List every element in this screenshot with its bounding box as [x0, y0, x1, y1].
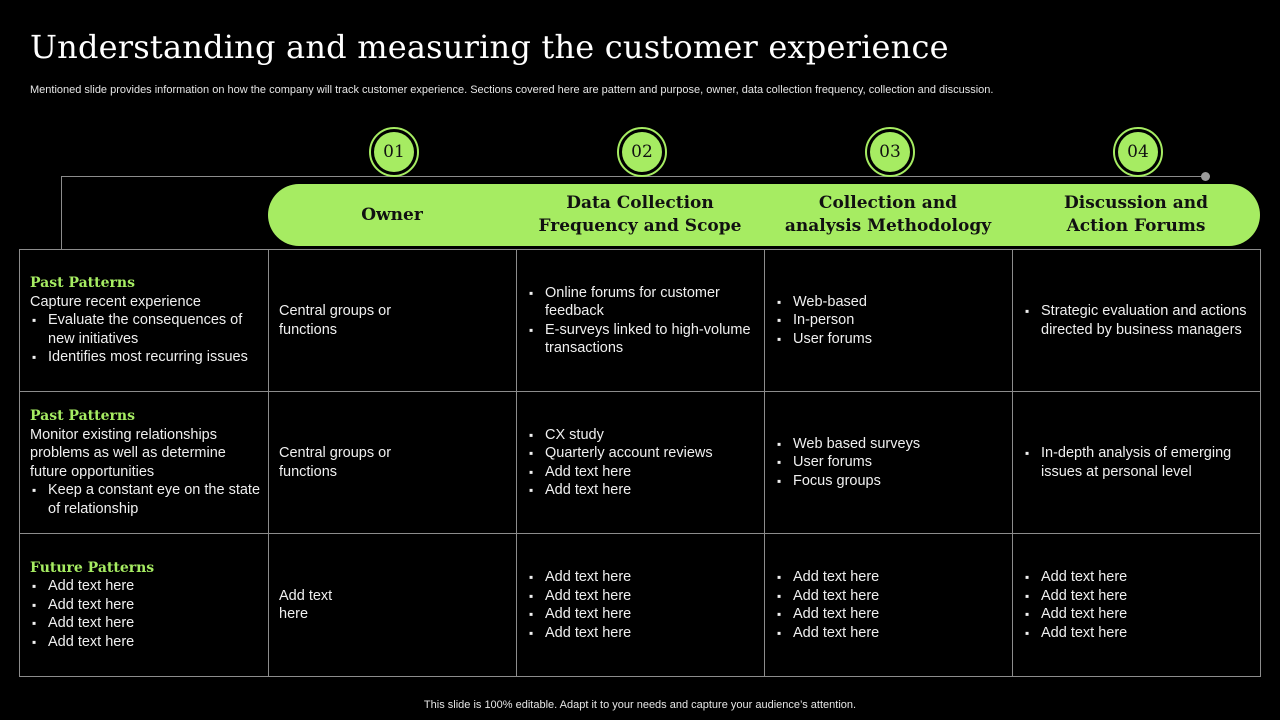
bullet-list: CX studyQuarterly account reviewsAdd tex… — [527, 426, 756, 500]
step-circle-02: 02 — [617, 127, 667, 177]
connector-end-dot — [1201, 172, 1210, 181]
owner-text: Central groups or functions — [279, 303, 392, 338]
owner-text: Central groups or functions — [279, 445, 392, 480]
step-number: 04 — [1118, 132, 1158, 172]
slide-footer: This slide is 100% editable. Adapt it to… — [423, 699, 857, 711]
list-item: Focus groups — [775, 472, 1004, 491]
column-header-forums: Discussion and Action Forums — [1064, 193, 1208, 236]
step-number: 02 — [622, 132, 662, 172]
list-item: User forums — [775, 453, 1004, 472]
column-header-methodology: Collection and analysis Methodology — [784, 193, 992, 236]
table-cell-owner: Central groups or functions — [269, 392, 517, 534]
row-intro: Capture recent experience — [30, 293, 201, 310]
list-item: Web-based — [775, 293, 1004, 312]
list-item: Add text here — [775, 624, 1004, 643]
step-number: 01 — [374, 132, 414, 172]
list-item: Web based surveys — [775, 435, 1004, 454]
list-item: Add text here — [527, 568, 756, 587]
list-item: Add text here — [1023, 587, 1252, 606]
list-item: Quarterly account reviews — [527, 444, 756, 463]
list-item: Add text here — [775, 568, 1004, 587]
row-intro: Monitor existing relationships problems … — [30, 426, 226, 480]
list-item: In-person — [775, 311, 1004, 330]
list-item: E-surveys linked to high-volume transact… — [527, 321, 756, 358]
step-circle-01: 01 — [369, 127, 419, 177]
table-cell-data-collection: Online forums for customer feedbackE-sur… — [517, 250, 765, 392]
list-item: Keep a constant eye on the state of rela… — [30, 481, 260, 518]
list-item: Add text here — [527, 624, 756, 643]
column-header-owner: Owner — [361, 204, 423, 225]
list-item: Add text here — [527, 587, 756, 606]
table-cell-data-collection: CX studyQuarterly account reviewsAdd tex… — [517, 392, 765, 534]
table-cell-forums: Strategic evaluation and actions directe… — [1013, 250, 1261, 392]
table-cell-forums: In-depth analysis of emerging issues at … — [1013, 392, 1261, 534]
list-item: Add text here — [1023, 605, 1252, 624]
bullet-list: Online forums for customer feedbackE-sur… — [527, 284, 756, 358]
list-item: Add text here — [1023, 568, 1252, 587]
list-item: Add text here — [30, 596, 260, 615]
list-item: Add text here — [30, 633, 260, 652]
table-cell-methodology: Web-basedIn-personUser forums — [765, 250, 1013, 392]
list-item: Add text here — [527, 605, 756, 624]
list-item: Add text here — [30, 614, 260, 633]
list-item: Add text here — [30, 577, 260, 596]
list-item: Strategic evaluation and actions directe… — [1023, 302, 1252, 339]
step-circle-04: 04 — [1113, 127, 1163, 177]
list-item: In-depth analysis of emerging issues at … — [1023, 444, 1252, 481]
list-item: Add text here — [775, 587, 1004, 606]
list-item: Identifies most recurring issues — [30, 348, 260, 367]
step-circle-03: 03 — [865, 127, 915, 177]
row-heading: Past Patterns — [30, 275, 135, 292]
bullet-list: Keep a constant eye on the state of rela… — [30, 481, 260, 518]
slide-title: Understanding and measuring the customer… — [30, 28, 949, 66]
slide-subtitle: Mentioned slide provides information on … — [30, 84, 994, 96]
bullet-list: Web based surveysUser forumsFocus groups — [775, 435, 1004, 491]
list-item: Add text here — [1023, 624, 1252, 643]
list-item: Add text here — [527, 481, 756, 500]
list-item: User forums — [775, 330, 1004, 349]
connector-line — [61, 176, 1205, 177]
column-header-data-collection: Data Collection Frequency and Scope — [538, 193, 742, 236]
table-cell-methodology: Web based surveysUser forumsFocus groups — [765, 392, 1013, 534]
column-header-bar: Owner Data Collection Frequency and Scop… — [268, 184, 1260, 246]
row-heading: Future Patterns — [30, 559, 155, 576]
bullet-list: Web-basedIn-personUser forums — [775, 293, 1004, 349]
list-item: Add text here — [527, 463, 756, 482]
connector-line-vertical — [61, 176, 62, 249]
table-cell-owner: Add text here — [269, 534, 517, 677]
list-item: Add text here — [775, 605, 1004, 624]
bullet-list: Evaluate the consequences of new initiat… — [30, 311, 260, 367]
list-item: Evaluate the consequences of new initiat… — [30, 311, 260, 348]
owner-text: Add text here — [279, 587, 333, 623]
row-heading: Past Patterns — [30, 408, 135, 424]
table-cell-owner: Central groups or functions — [269, 250, 517, 392]
list-item: CX study — [527, 426, 756, 445]
bullet-list: Strategic evaluation and actions directe… — [1023, 302, 1252, 339]
step-number: 03 — [870, 132, 910, 172]
bullet-list: In-depth analysis of emerging issues at … — [1023, 444, 1252, 481]
list-item: Online forums for customer feedback — [527, 284, 756, 321]
